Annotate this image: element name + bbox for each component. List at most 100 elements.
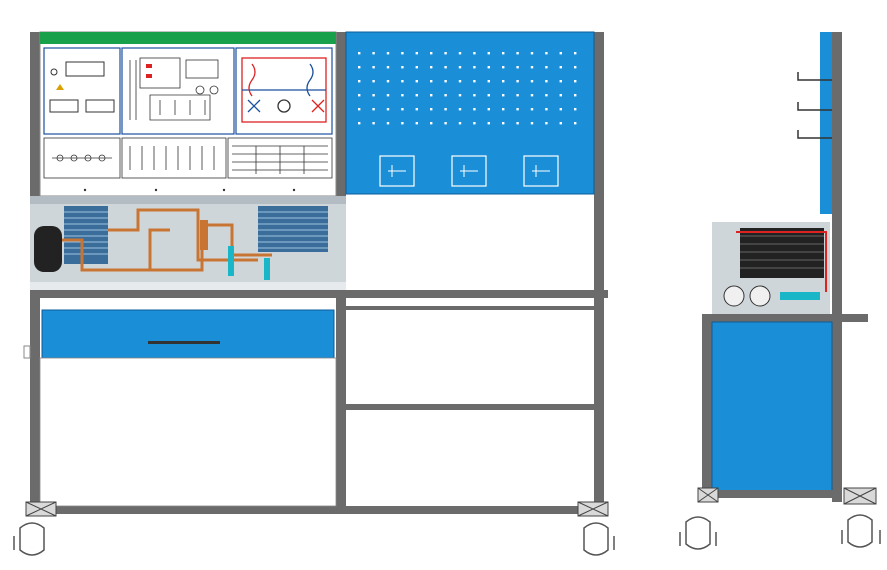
pegboard-hole (358, 80, 361, 83)
pegboard-hole (502, 80, 505, 83)
diagram-panel-2 (121, 47, 235, 135)
pegboard-hole (372, 108, 375, 111)
front-drawer (23, 309, 335, 359)
pegboard-hole (487, 80, 490, 83)
pegboard-hole (415, 122, 418, 125)
pegboard-hole (444, 80, 447, 83)
pegboard-hole (545, 52, 548, 55)
side-caster-right (841, 487, 881, 548)
refrigeration-equipment (30, 196, 346, 296)
pegboard-hole (386, 52, 390, 55)
pegboard-hole (458, 80, 462, 83)
front-view (13, 31, 615, 556)
pegboard-hole (458, 66, 462, 69)
pegboard-hole (458, 94, 462, 97)
side-cabinet (702, 321, 842, 498)
drawer-handle (148, 341, 220, 344)
pegboard-hole (516, 94, 519, 97)
pegboard-hole (559, 66, 562, 69)
pegboard-sockets (379, 155, 559, 187)
pegboard-hole (458, 108, 462, 111)
front-right-post (594, 32, 604, 512)
pegboard-hole (430, 80, 433, 83)
pegboard-hole (444, 52, 447, 55)
side-work-surface (702, 314, 868, 322)
pegboard-hole (530, 108, 534, 111)
pegboard-hole (372, 52, 375, 55)
pegboard-hole (559, 80, 562, 83)
pegboard-hole (415, 108, 418, 111)
pegboard-hole (545, 80, 548, 83)
pegboard-hole (502, 66, 505, 69)
pegboard-hole (401, 122, 404, 125)
pegboard-hole (473, 122, 476, 125)
pegboard-hole (574, 80, 577, 83)
pegboard-hole (358, 108, 361, 111)
pegboard-hole (559, 108, 562, 111)
pegboard-hole (545, 108, 548, 111)
pegboard-hole (473, 94, 476, 97)
pegboard-hole (401, 80, 404, 83)
pegboard-hole (415, 52, 418, 55)
pegboard-hole (516, 66, 519, 69)
pegboard-hole (574, 66, 577, 69)
pegboard-hole (559, 122, 562, 125)
pegboard-hole (502, 108, 505, 111)
bottom-rail (30, 506, 604, 514)
pegboard-hole (358, 66, 361, 69)
pegboard-hole (444, 122, 447, 125)
pegboard-hole (372, 122, 375, 125)
pegboard-hole (516, 122, 519, 125)
pegboard-hole (574, 94, 577, 97)
pegboard-holes (358, 52, 577, 125)
pegboard-hole (487, 52, 490, 55)
side-post (832, 32, 842, 502)
pegboard-hole (530, 94, 534, 97)
pegboard-hole (473, 52, 476, 55)
pegboard-hole (444, 94, 447, 97)
pegboard-hole (502, 52, 505, 55)
side-view (679, 32, 881, 550)
pegboard-hole (473, 66, 476, 69)
pegboard-hole (401, 66, 404, 69)
pegboard-socket (523, 155, 559, 187)
pegboard-hole (574, 108, 577, 111)
pegboard-hole (473, 80, 476, 83)
pegboard-hole (530, 80, 534, 83)
pegboard-hole (487, 108, 490, 111)
pegboard-hole (430, 66, 433, 69)
pegboard-hole (559, 52, 562, 55)
pegboard-hole (386, 108, 390, 111)
side-caster-left (679, 487, 719, 550)
pegboard-hole (487, 66, 490, 69)
pegboard-hole (415, 80, 418, 83)
pegboard-hole (386, 80, 390, 83)
side-hooks (797, 72, 832, 139)
pegboard-hole (516, 108, 519, 111)
pegboard-hole (487, 94, 490, 97)
evaporator-coil (258, 206, 328, 252)
shelf-1 (346, 404, 594, 410)
compressor (34, 226, 62, 272)
pegboard-hole (430, 52, 433, 55)
pegboard-hole (415, 94, 418, 97)
side-equipment (712, 222, 830, 314)
pegboard-hole (401, 94, 404, 97)
pegboard-hole (516, 52, 519, 55)
pegboard-hole (386, 94, 390, 97)
diagram-panel-3 (235, 47, 333, 135)
pegboard-hole (430, 108, 433, 111)
pegboard-hole (372, 80, 375, 83)
condenser-coil (64, 206, 108, 264)
pegboard-hole (372, 66, 375, 69)
pegboard-hole (401, 108, 404, 111)
pegboard-hole (386, 66, 390, 69)
pegboard-hole (545, 122, 548, 125)
pegboard-hole (559, 94, 562, 97)
pegboard-hole (444, 66, 447, 69)
pegboard-hole (358, 52, 361, 55)
pegboard-hole (430, 94, 433, 97)
pegboard-hole (530, 122, 534, 125)
